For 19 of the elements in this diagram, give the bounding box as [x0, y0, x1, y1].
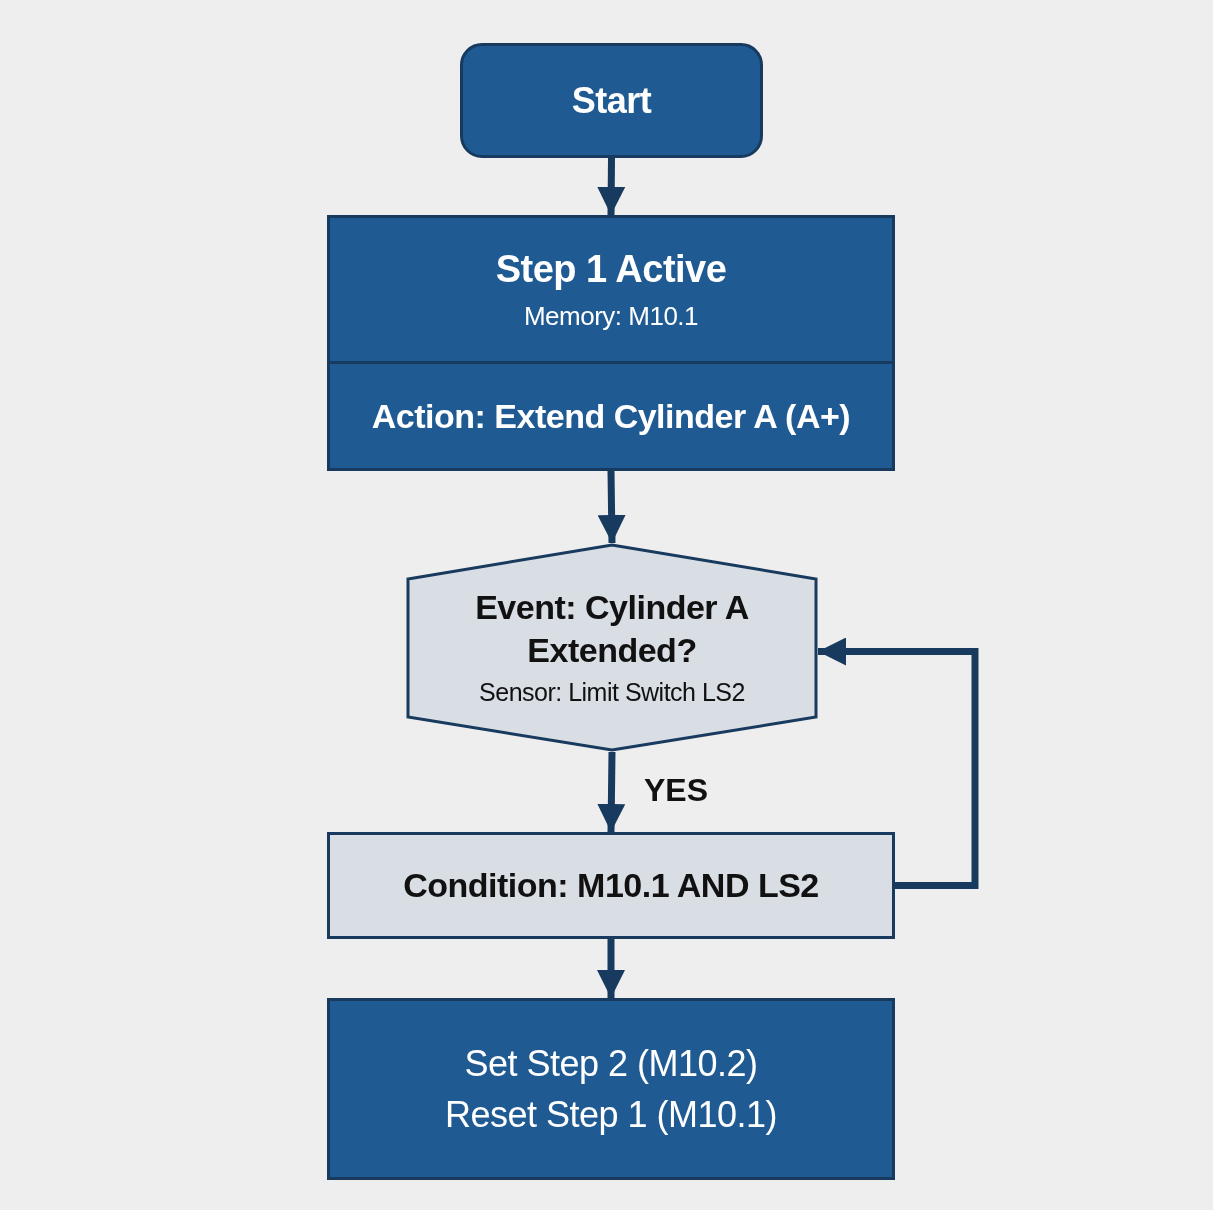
node-text: Start	[570, 79, 653, 123]
arrow	[597, 939, 625, 998]
node-text: Step 1 Active	[494, 247, 728, 293]
process-box	[327, 832, 895, 939]
arrow	[597, 157, 626, 216]
start-terminal	[460, 43, 763, 158]
node-text: Condition: M10.1 AND LS2	[402, 865, 820, 907]
node-text: Memory: M10.1	[522, 299, 700, 333]
decision-hexagon	[406, 543, 818, 752]
node-text: Event: Cylinder A Extended?	[474, 587, 750, 671]
node-text: Action: Extend Cylinder A (A+)	[370, 395, 852, 437]
process-box	[327, 215, 895, 471]
node-text: Set Step 2 (M10.2)	[463, 1042, 759, 1086]
node-text: Sensor: Limit Switch LS2	[478, 677, 746, 709]
process-box	[327, 998, 895, 1180]
arrow	[818, 637, 979, 889]
arrow	[597, 470, 626, 544]
node-text: Reset Step 1 (M10.1)	[443, 1093, 779, 1137]
arrow	[597, 751, 626, 833]
